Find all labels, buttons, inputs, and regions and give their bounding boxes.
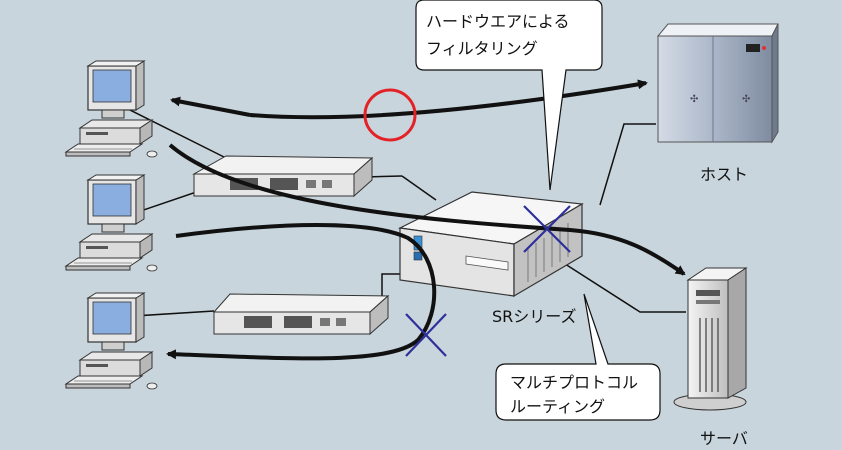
pc1-server-arrow bbox=[168, 143, 686, 276]
callout-multiprotocol-routing-line-1: マルチプロトコル bbox=[510, 373, 638, 392]
sr-router bbox=[398, 191, 584, 298]
pc2-pc3-arrow bbox=[166, 223, 437, 361]
host-mainframe: ✣ ✣ bbox=[656, 23, 779, 144]
host-pc1-arrow-head bbox=[170, 96, 251, 117]
x-mark-icon-filter bbox=[523, 205, 571, 253]
x-mark-icon-protocol bbox=[405, 313, 447, 357]
callout-hardware-filtering: ハードウエアによる フィルタリング bbox=[415, 0, 603, 191]
network-hub-1 bbox=[192, 155, 374, 198]
callout-multiprotocol-routing: マルチプロトコル ルーティング bbox=[495, 293, 661, 421]
svg-text:✣: ✣ bbox=[690, 94, 698, 105]
pc1-host-arrow bbox=[249, 79, 648, 120]
sr-series-label: SRシリーズ bbox=[492, 307, 576, 326]
callout-hardware-filtering-line-2: フィルタリング bbox=[426, 39, 538, 58]
callout-hardware-filtering-line-1: ハードウエアによる bbox=[426, 12, 570, 31]
server-label: サーバ bbox=[700, 429, 748, 448]
host-label: ホスト bbox=[700, 165, 748, 184]
tower-server bbox=[673, 267, 748, 411]
traffic-arrows bbox=[166, 79, 686, 361]
circle-mark-icon bbox=[363, 88, 417, 142]
callout-multiprotocol-routing-line-2: ルーティング bbox=[510, 397, 605, 416]
svg-text:✣: ✣ bbox=[742, 94, 750, 105]
network-hub-2 bbox=[212, 293, 390, 336]
